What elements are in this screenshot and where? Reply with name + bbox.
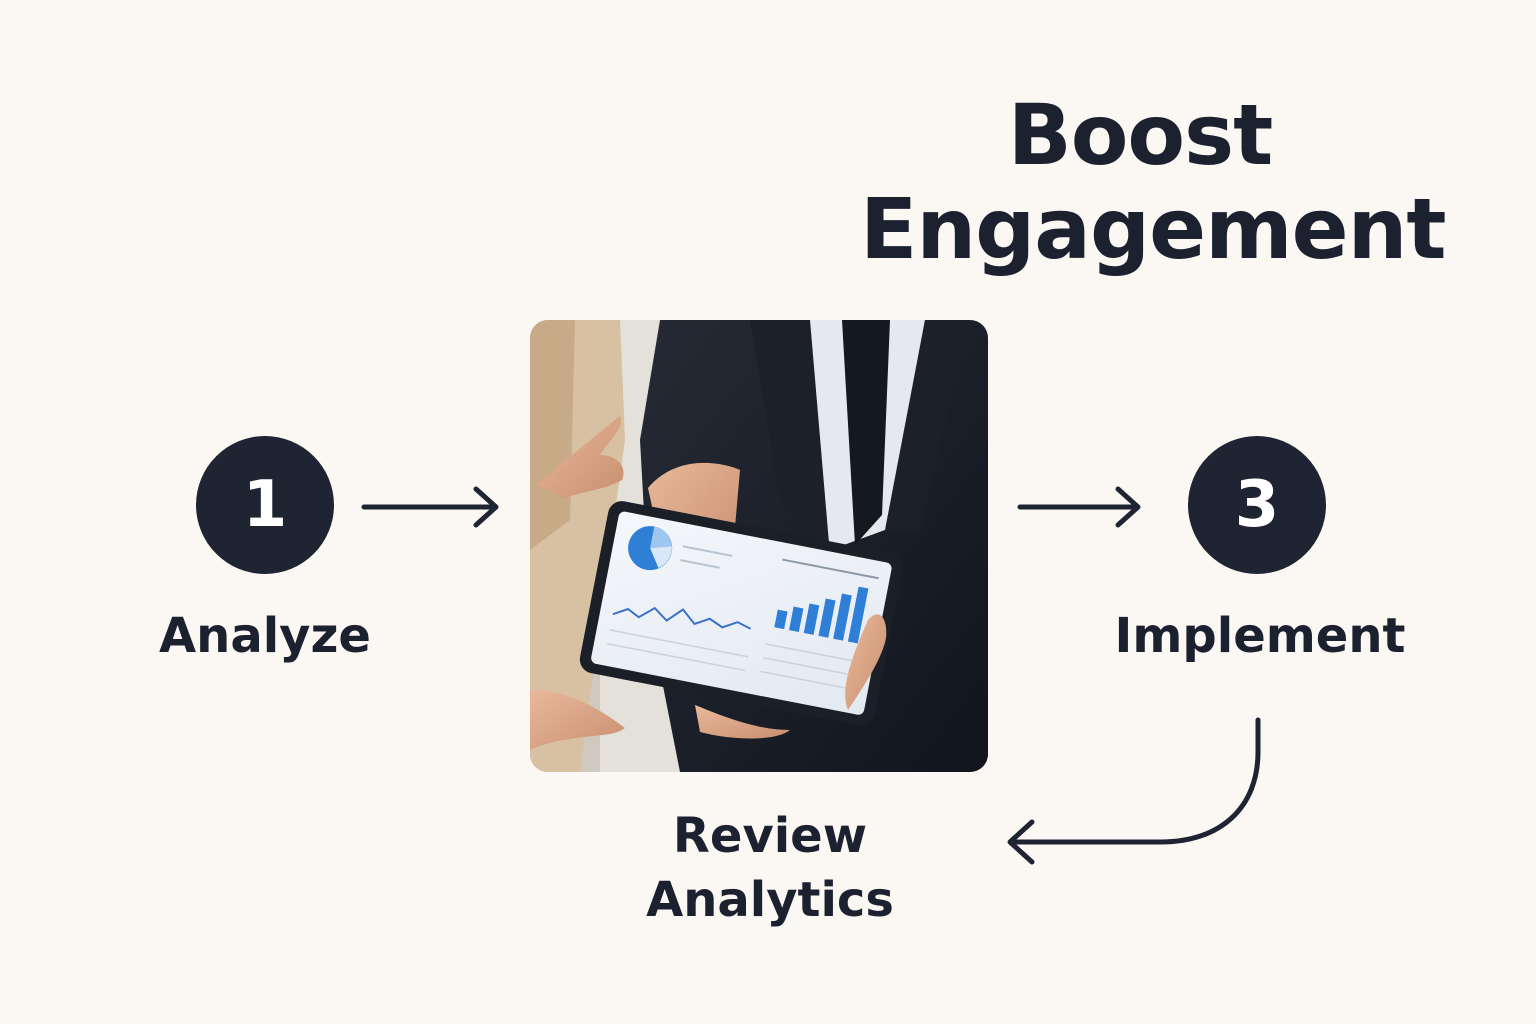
title-line-2: Engagement bbox=[860, 180, 1447, 278]
curved-arrow-icon bbox=[1007, 717, 1261, 865]
step-3-label: Implement bbox=[1114, 608, 1406, 664]
team-reviewing-analytics-photo bbox=[530, 320, 988, 772]
step-3-circle: 3 bbox=[1188, 436, 1326, 574]
page-title: Boost Engagement bbox=[860, 86, 1447, 278]
review-line-1: Review bbox=[672, 808, 868, 864]
step-1-circle: 1 bbox=[196, 436, 334, 574]
title-line-1: Boost bbox=[1007, 86, 1274, 184]
arrow-right-icon bbox=[1017, 486, 1141, 528]
step-3-number: 3 bbox=[1234, 468, 1280, 542]
step-1-label: Analyze bbox=[159, 608, 371, 664]
arrow-right-icon bbox=[361, 486, 499, 528]
review-line-2: Analytics bbox=[646, 872, 894, 928]
step-2-label: Review Analytics bbox=[620, 804, 920, 932]
step-1-number: 1 bbox=[242, 468, 288, 542]
